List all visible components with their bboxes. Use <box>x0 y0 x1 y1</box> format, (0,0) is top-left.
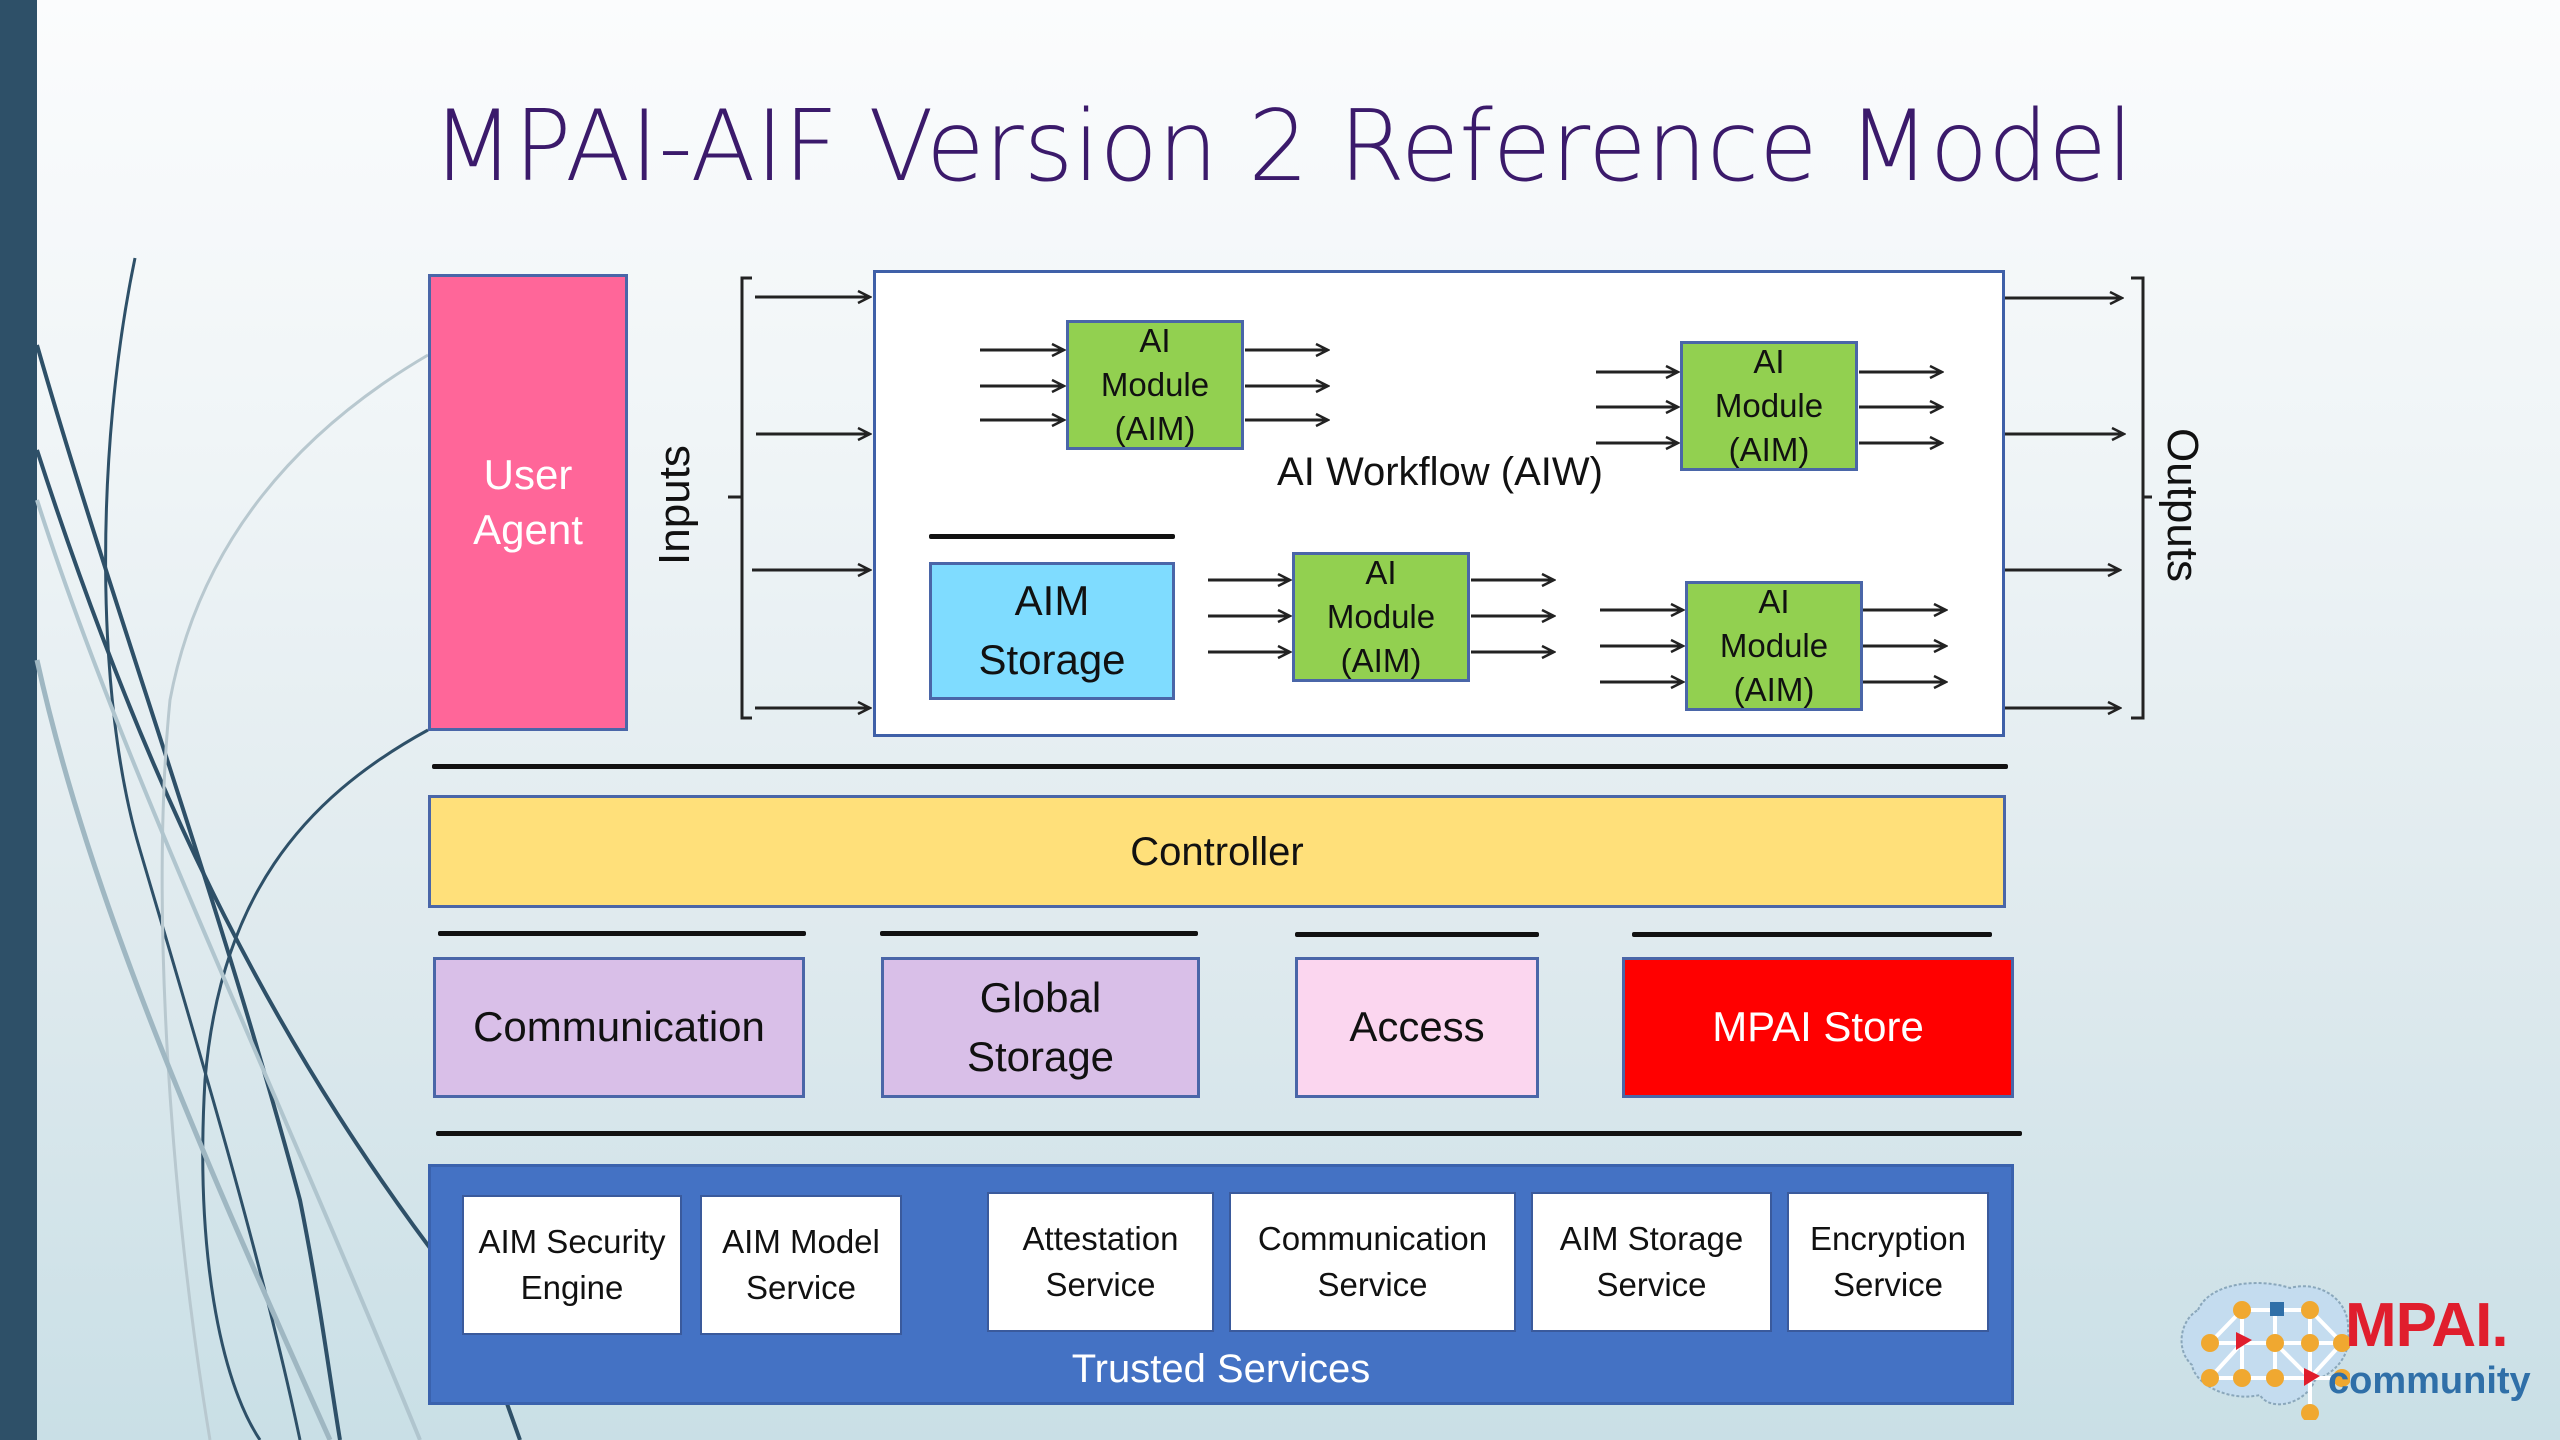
aim-label-line: AI <box>1139 322 1171 360</box>
ai-module-box-4: AI Module (AIM) <box>1685 581 1863 711</box>
service-label-line: Service <box>745 1269 857 1306</box>
ai-module-box-1: AI Module (AIM) <box>1066 320 1244 450</box>
global-storage-interface-line <box>880 931 1198 936</box>
service-label-line: AIM Storage <box>1559 1219 1744 1257</box>
service-label-line: Encryption <box>1810 1219 1966 1257</box>
access-label: Access <box>1349 1003 1485 1051</box>
mpai-store-interface-line <box>1632 932 1992 937</box>
inputs-label: Inputs <box>650 445 699 565</box>
aim-label-line: AI <box>1753 343 1785 381</box>
left-accent-bar <box>0 0 37 1440</box>
service-label-line: Service <box>1317 1266 1428 1303</box>
communication-label: Communication <box>473 1003 765 1051</box>
trusted-services-separator <box>436 1131 2022 1136</box>
aim-label-line: Module <box>1719 627 1829 665</box>
aim-label-line: (AIM) <box>1728 430 1810 468</box>
aim-storage-label-line: Storage <box>978 636 1126 683</box>
global-storage-label-line: Global <box>979 973 1102 1021</box>
aim-label-line: Module <box>1714 387 1824 425</box>
logo-name: MPAI. <box>2345 1291 2509 1360</box>
deco-curve <box>160 353 429 1440</box>
aim-storage-label-line: AIM <box>1014 577 1090 625</box>
deco-curve <box>201 728 429 1440</box>
user-agent-label: User Agent <box>473 450 583 553</box>
service-label-line: Service <box>1596 1266 1707 1303</box>
mpai-store-box: MPAI Store <box>1622 957 2014 1098</box>
logo-subtitle: community <box>2328 1360 2531 1402</box>
inputs-bracket <box>728 276 752 720</box>
aim-label-line: (AIM) <box>1340 641 1422 679</box>
service-label-line: Engine <box>520 1269 624 1306</box>
trusted-services-label: Trusted Services <box>1071 1347 1371 1391</box>
controller-box: Controller <box>428 795 2006 908</box>
aim-label-line: Module <box>1100 366 1210 404</box>
controller-label: Controller <box>1130 829 1304 874</box>
deco-curve <box>35 499 422 1440</box>
deco-curve <box>35 449 522 1440</box>
ai-module-box-3: AI Module (AIM) <box>1292 552 1470 682</box>
access-interface-line <box>1295 932 1539 937</box>
aim-label-line: AI <box>1365 554 1397 592</box>
aim-label-line: (AIM) <box>1114 409 1196 447</box>
deco-curve <box>104 257 302 1440</box>
aim-label-line: Module <box>1326 598 1436 636</box>
brain-network-icon <box>2180 1282 2350 1420</box>
mpai-community-logo: MPAI. community <box>2170 1270 2550 1430</box>
ai-workflow-label: AI Workflow (AIW) <box>1277 450 1603 494</box>
access-box: Access <box>1295 957 1539 1098</box>
service-label-line: Service <box>1832 1266 1944 1303</box>
ai-module-box-2: AI Module (AIM) <box>1680 341 1858 471</box>
service-label-line: Communication <box>1257 1219 1488 1257</box>
deco-curve <box>34 659 333 1440</box>
slide-title: MPAI-AIF Version 2 Reference Model <box>432 90 2134 204</box>
communication-interface-line <box>438 931 806 936</box>
workflow-controller-separator <box>432 764 2008 769</box>
service-label-line: Service <box>1045 1266 1156 1303</box>
aim-storage-box: AIM Storage <box>929 562 1175 700</box>
service-label-line: AIM Model <box>722 1222 880 1260</box>
service-label-line: AIM Security <box>478 1222 666 1260</box>
deco-curve <box>35 344 342 1440</box>
communication-box: Communication <box>433 957 805 1098</box>
outputs-bracket <box>2131 276 2152 720</box>
global-storage-label-line: Storage <box>966 1032 1115 1080</box>
aim-label-line: (AIM) <box>1733 670 1815 708</box>
service-label-line: Attestation <box>1022 1219 1179 1257</box>
decorative-curves <box>34 257 522 1440</box>
aim-storage-interface-line <box>929 534 1175 539</box>
mpai-store-label: MPAI Store <box>1712 1003 1924 1051</box>
user-agent-box: User Agent <box>428 274 628 731</box>
outputs-label: Outputs <box>2158 427 2207 583</box>
aim-label-line: AI <box>1758 583 1790 621</box>
